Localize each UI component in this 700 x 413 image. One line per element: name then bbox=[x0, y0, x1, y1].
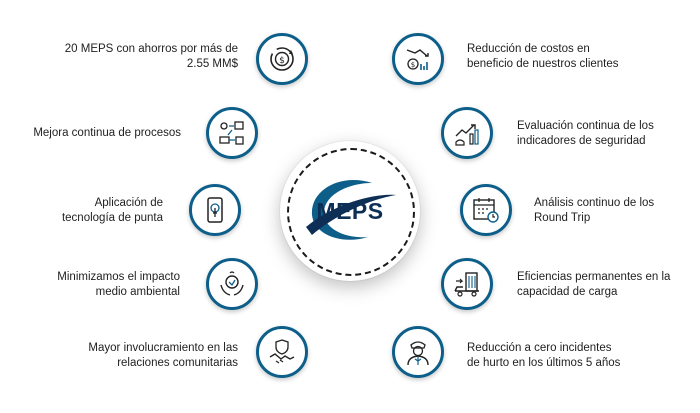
label-line: Eficiencias permanentes en la bbox=[517, 271, 671, 283]
eco-hands-icon bbox=[206, 258, 258, 310]
label-carga: Eficiencias permanentes en la capacidad … bbox=[517, 270, 670, 300]
svg-text:$: $ bbox=[411, 61, 415, 69]
calendar-clock-icon bbox=[460, 184, 512, 236]
label-line: 2.55 MM$ bbox=[186, 58, 238, 70]
meps-center-badge: MEPS bbox=[280, 141, 420, 281]
label-tecnologia: Aplicación de tecnología de punta bbox=[62, 196, 163, 226]
label-line: beneficio de nuestros clientes bbox=[467, 58, 619, 70]
label-line: Evaluación continua de los bbox=[517, 120, 654, 132]
label-round-trip: Análisis continuo de los Round Trip bbox=[534, 196, 654, 226]
label-ahorros: 20 MEPS con ahorros por más de 2.55 MM$ bbox=[65, 42, 238, 72]
handshake-icon bbox=[256, 326, 308, 378]
label-line: indicadores de seguridad bbox=[517, 135, 646, 147]
label-line: Mayor involucramiento en las bbox=[88, 342, 238, 354]
label-costos: Reducción de costos en beneficio de nues… bbox=[467, 42, 619, 72]
label-line: Minimizamos el impacto bbox=[57, 271, 180, 283]
label-line: Round Trip bbox=[534, 212, 591, 224]
label-line: de hurto en los últimos 5 años bbox=[467, 357, 621, 369]
money-down-icon: $ bbox=[392, 33, 444, 85]
svg-text:$: $ bbox=[279, 56, 285, 66]
label-seguridad: Evaluación continua de los indicadores d… bbox=[517, 119, 654, 149]
meps-swoosh-icon bbox=[306, 179, 396, 240]
label-line: 20 MEPS con ahorros por más de bbox=[64, 43, 238, 55]
process-flow-icon bbox=[206, 107, 258, 159]
label-line: Reducción a cero incidentes bbox=[467, 342, 612, 354]
label-hurto: Reducción a cero incidentes de hurto en … bbox=[467, 341, 620, 371]
label-line: Análisis continuo de los bbox=[534, 197, 655, 209]
label-line: medio ambiental bbox=[95, 286, 180, 298]
label-line: relaciones comunitarias bbox=[117, 357, 238, 369]
label-line: Reducción de costos en bbox=[467, 43, 590, 55]
label-line: capacidad de carga bbox=[517, 286, 618, 298]
label-line: Aplicación de bbox=[94, 197, 163, 209]
label-mejora: Mejora continua de procesos bbox=[33, 126, 181, 141]
phone-tap-icon bbox=[189, 184, 241, 236]
safety-chart-icon bbox=[441, 107, 493, 159]
cargo-icon bbox=[441, 258, 493, 310]
dashed-ring bbox=[287, 148, 415, 276]
label-line: Mejora continua de procesos bbox=[33, 127, 181, 139]
meps-logo-text: MEPS bbox=[316, 198, 384, 224]
label-comunitarias: Mayor involucramiento en las relaciones … bbox=[88, 341, 238, 371]
security-guard-icon bbox=[392, 326, 444, 378]
label-ambiental: Minimizamos el impacto medio ambiental bbox=[57, 270, 180, 300]
label-line: tecnología de punta bbox=[61, 212, 163, 224]
dollar-cycle-icon: $ bbox=[256, 33, 308, 85]
